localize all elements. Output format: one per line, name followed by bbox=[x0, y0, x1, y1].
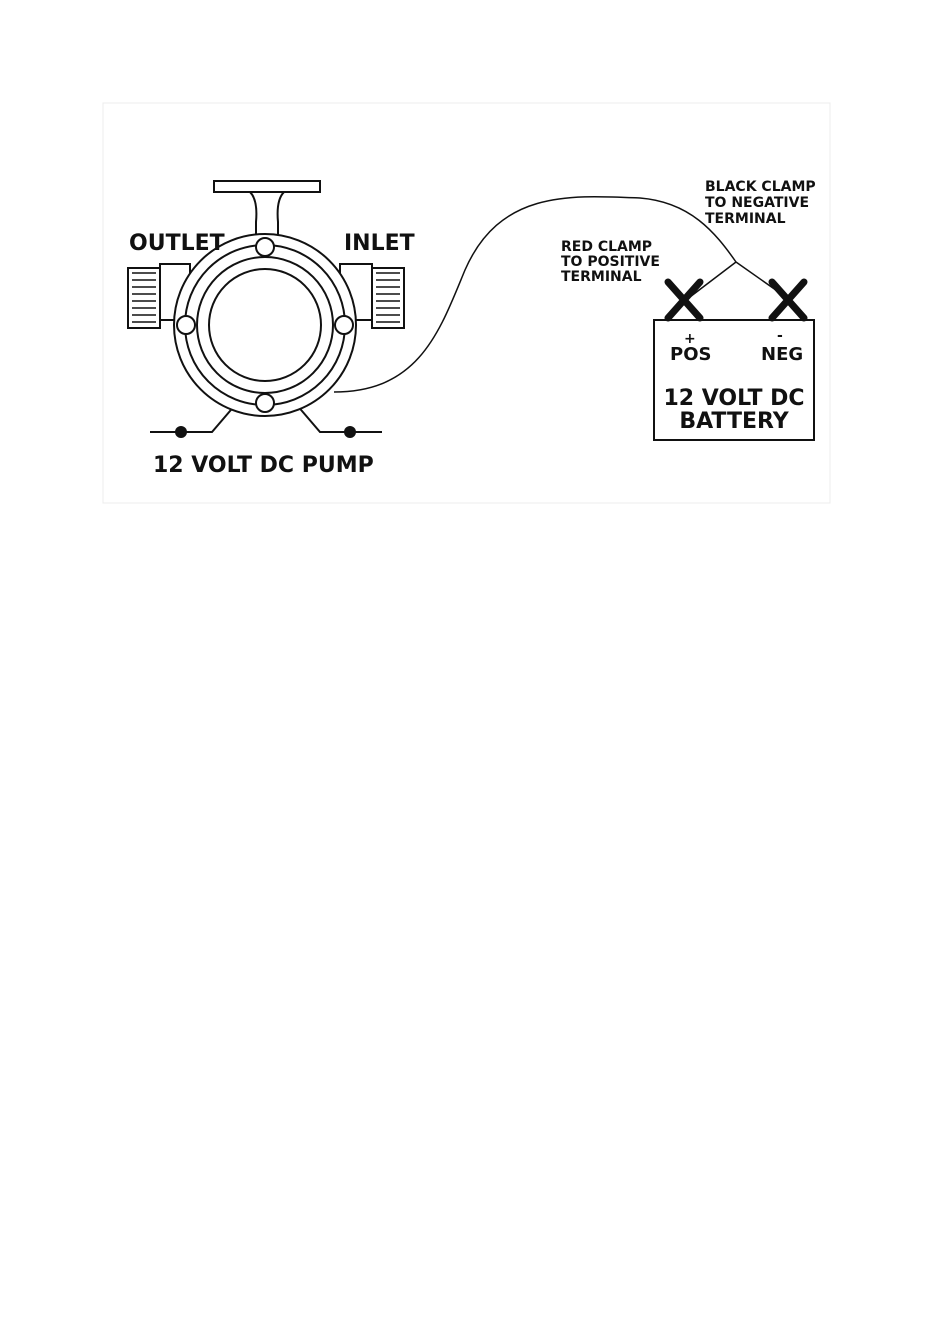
pump-title: 12 VOLT DC PUMP bbox=[153, 453, 374, 478]
black-clamp-label-line2: TO NEGATIVE bbox=[705, 195, 809, 211]
inlet-label: INLET bbox=[344, 231, 415, 256]
pump-handle-bar bbox=[214, 181, 320, 192]
mount-hole-left bbox=[175, 426, 187, 438]
battery-title-line1: 12 VOLT DC bbox=[663, 386, 804, 411]
pump-bolt-bottom bbox=[256, 394, 274, 412]
pump-bolt-right bbox=[335, 316, 353, 334]
negative-terminal-symbol: - bbox=[777, 328, 783, 344]
black-clamp-label-line3: TERMINAL bbox=[705, 211, 786, 227]
pump-face bbox=[209, 269, 321, 381]
mount-hole-right bbox=[344, 426, 356, 438]
battery-title-line2: BATTERY bbox=[679, 409, 789, 434]
positive-terminal-label: POS bbox=[670, 344, 711, 365]
red-clamp-label-line3: TERMINAL bbox=[561, 269, 642, 285]
negative-terminal-label: NEG bbox=[761, 344, 803, 365]
pump-bolt-top bbox=[256, 238, 274, 256]
red-clamp-label-line1: RED CLAMP bbox=[561, 239, 652, 255]
pump-bolt-left bbox=[177, 316, 195, 334]
outlet-label: OUTLET bbox=[129, 231, 225, 256]
red-clamp-label-line2: TO POSITIVE bbox=[561, 254, 660, 270]
black-clamp-label-line1: BLACK CLAMP bbox=[705, 179, 816, 195]
